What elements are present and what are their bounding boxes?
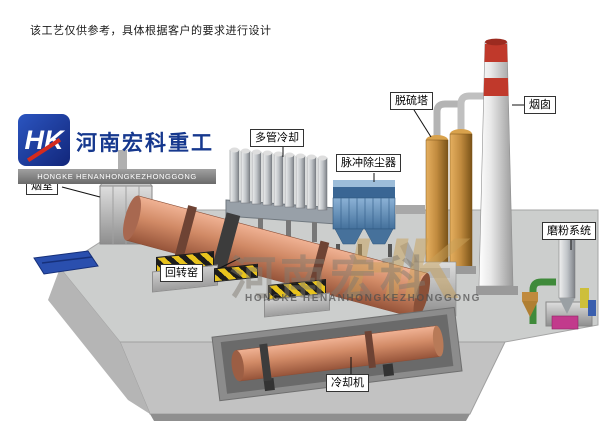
logo-company-name-cn: 河南宏科重工 [76,132,214,155]
multi-tube-cooler [225,147,337,242]
grinding-system [522,233,596,330]
company-logo: HK 河南宏科重工 HONGKE HENANHONGKEZHONGGONG [18,114,216,186]
chimney [476,38,518,295]
watermark-company-cn: 河南宏科 [230,252,430,304]
label-cooling-machine: 冷却机 [326,374,369,392]
pulse-dust-collector [332,180,425,257]
label-multi-tube-cooler: 多管冷却 [250,129,304,147]
label-chimney: 烟囱 [524,96,556,114]
disclaimer-note: 该工艺仅供参考，具体根据客户的要求进行设计 [30,25,272,37]
logo-company-name-en: HONGKE HENANHONGKEZHONGGONG [18,169,216,184]
blue-pallet [33,250,99,275]
watermark-hk-monogram: HK [345,221,465,317]
cooling-machine [211,306,463,402]
label-pulse-dust-collector: 脉冲除尘器 [336,154,401,172]
label-grinding-system: 磨粉系统 [542,222,596,240]
label-rotary-kiln: 回转窑 [160,264,203,282]
logo-hk-monogram: HK [18,114,70,166]
desulfurization-towers [422,92,486,274]
label-desulfurization-tower: 脱硫塔 [390,92,433,110]
watermark-company-en: HONGKE HENANHONGKEZHONGGONG [245,293,481,304]
